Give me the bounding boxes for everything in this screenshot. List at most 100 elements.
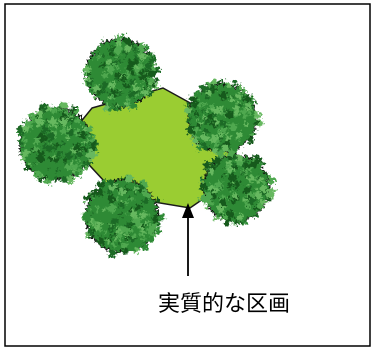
tree-speckle bbox=[60, 112, 67, 120]
tree-speckle bbox=[81, 212, 90, 222]
tree-speckle bbox=[267, 188, 276, 198]
tree-speckle bbox=[60, 101, 68, 109]
tree-speckle bbox=[69, 114, 73, 119]
tree-speckle bbox=[251, 132, 255, 136]
tree-speckle bbox=[109, 223, 114, 228]
tree-speckle bbox=[75, 151, 82, 158]
tree-speckle bbox=[112, 227, 116, 231]
tree-speckle bbox=[96, 221, 102, 227]
tree-speckle bbox=[253, 214, 258, 219]
tree-speckle bbox=[218, 106, 225, 113]
tree-speckle bbox=[240, 89, 247, 95]
tree-speckle bbox=[125, 74, 130, 79]
tree-speckle bbox=[108, 91, 111, 94]
tree-speckle bbox=[207, 160, 212, 165]
tree-speckle bbox=[254, 101, 258, 105]
tree-speckle bbox=[188, 96, 194, 102]
tree-speckle bbox=[247, 197, 255, 205]
tree-speckle bbox=[21, 119, 26, 124]
tree-speckle bbox=[141, 237, 145, 242]
tree-speckle bbox=[248, 191, 255, 198]
tree-speckle bbox=[38, 106, 43, 111]
tree-speckle bbox=[59, 117, 67, 126]
tree-speckle bbox=[134, 82, 140, 88]
tree-speckle bbox=[65, 152, 73, 160]
tree-speckle bbox=[148, 69, 157, 78]
tree-speckle bbox=[125, 97, 130, 102]
tree-speckle bbox=[186, 118, 192, 123]
tree-speckle bbox=[193, 109, 199, 115]
tree-speckle bbox=[138, 73, 148, 82]
tree-speckle bbox=[91, 207, 97, 213]
tree-speckle bbox=[227, 148, 235, 157]
tree-speckle bbox=[60, 135, 68, 143]
tree-speckle bbox=[218, 206, 226, 213]
tree-speckle bbox=[223, 173, 227, 176]
tree-speckle bbox=[220, 214, 224, 218]
tree-speckle bbox=[24, 153, 28, 157]
tree-speckle bbox=[229, 123, 238, 132]
tree-speckle bbox=[219, 184, 224, 190]
tree-speckle bbox=[211, 165, 217, 171]
tree-speckle bbox=[194, 90, 202, 97]
tree-speckle bbox=[204, 205, 209, 210]
tree-speckle bbox=[24, 131, 27, 134]
tree-speckle bbox=[77, 168, 84, 175]
tree-speckle bbox=[156, 197, 161, 203]
tree-speckle bbox=[36, 110, 44, 118]
tree-speckle bbox=[101, 54, 105, 58]
tree-speckle bbox=[90, 77, 93, 80]
tree-speckle bbox=[191, 100, 198, 107]
tree-speckle bbox=[47, 167, 50, 170]
tree-speckle bbox=[234, 110, 240, 116]
tree-speckle bbox=[102, 208, 106, 212]
tree-speckle bbox=[70, 106, 77, 112]
tree-speckle bbox=[210, 79, 217, 86]
tree-speckle bbox=[102, 96, 110, 103]
tree-speckle bbox=[55, 168, 60, 173]
tree-speckle bbox=[141, 189, 148, 196]
tree-speckle bbox=[54, 143, 59, 147]
tree-speckle bbox=[154, 78, 159, 82]
tree-speckle bbox=[122, 247, 127, 252]
tree-speckle bbox=[108, 236, 113, 242]
tree-speckle bbox=[150, 222, 159, 231]
tree-speckle bbox=[226, 122, 231, 127]
tree-speckle bbox=[89, 89, 94, 94]
tree-speckle bbox=[132, 234, 137, 239]
tree-speckle bbox=[72, 143, 81, 152]
tree-speckle bbox=[102, 39, 105, 42]
tree-speckle bbox=[96, 54, 100, 57]
tree-speckle bbox=[100, 62, 106, 68]
tree-speckle bbox=[250, 181, 257, 189]
tree-speckle bbox=[108, 250, 117, 258]
tree-speckle bbox=[237, 131, 240, 134]
tree-speckle bbox=[63, 162, 67, 166]
tree-speckle bbox=[255, 187, 259, 191]
tree-speckle bbox=[209, 179, 217, 186]
tree-speckle bbox=[34, 137, 41, 144]
tree-speckle bbox=[227, 167, 234, 174]
tree-speckle bbox=[207, 168, 210, 171]
tree-speckle bbox=[254, 121, 259, 126]
tree-speckle bbox=[186, 126, 196, 135]
tree-speckle bbox=[128, 59, 134, 65]
tree-speckle bbox=[140, 230, 145, 235]
tree-speckle bbox=[209, 85, 217, 93]
caption-label: 実質的な区画 bbox=[158, 292, 290, 317]
tree-speckle bbox=[257, 177, 263, 183]
tree-speckle bbox=[60, 142, 65, 147]
tree-speckle bbox=[140, 235, 143, 238]
tree-speckle bbox=[145, 81, 149, 85]
tree-speckle bbox=[120, 226, 128, 234]
tree-speckle bbox=[29, 118, 35, 124]
tree-speckle bbox=[200, 183, 208, 190]
tree-speckle bbox=[127, 244, 136, 253]
tree-speckle bbox=[35, 118, 44, 127]
tree-speckle bbox=[81, 146, 88, 152]
tree-speckle bbox=[198, 98, 201, 101]
tree-speckle bbox=[243, 169, 245, 172]
tree-speckle bbox=[242, 186, 251, 195]
tree-speckle bbox=[71, 163, 79, 171]
